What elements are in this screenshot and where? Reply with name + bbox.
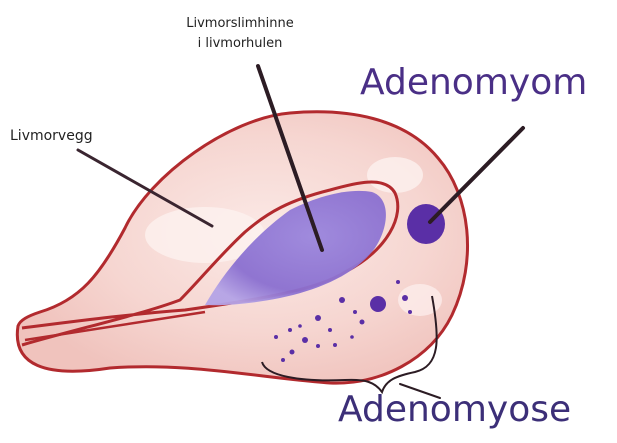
label-adenomyosis: Adenomyose [338, 389, 571, 430]
label-adenomyoma: Adenomyom [360, 62, 587, 103]
label-endometrium-line1: Livmorslimhinne [150, 14, 330, 34]
label-endometrium-line2: i livmorhulen [150, 34, 330, 54]
tissue-highlight [367, 157, 423, 193]
label-endometrium: Livmorslimhinne i livmorhulen [150, 14, 330, 54]
label-uterine-wall: Livmorvegg [10, 128, 93, 144]
